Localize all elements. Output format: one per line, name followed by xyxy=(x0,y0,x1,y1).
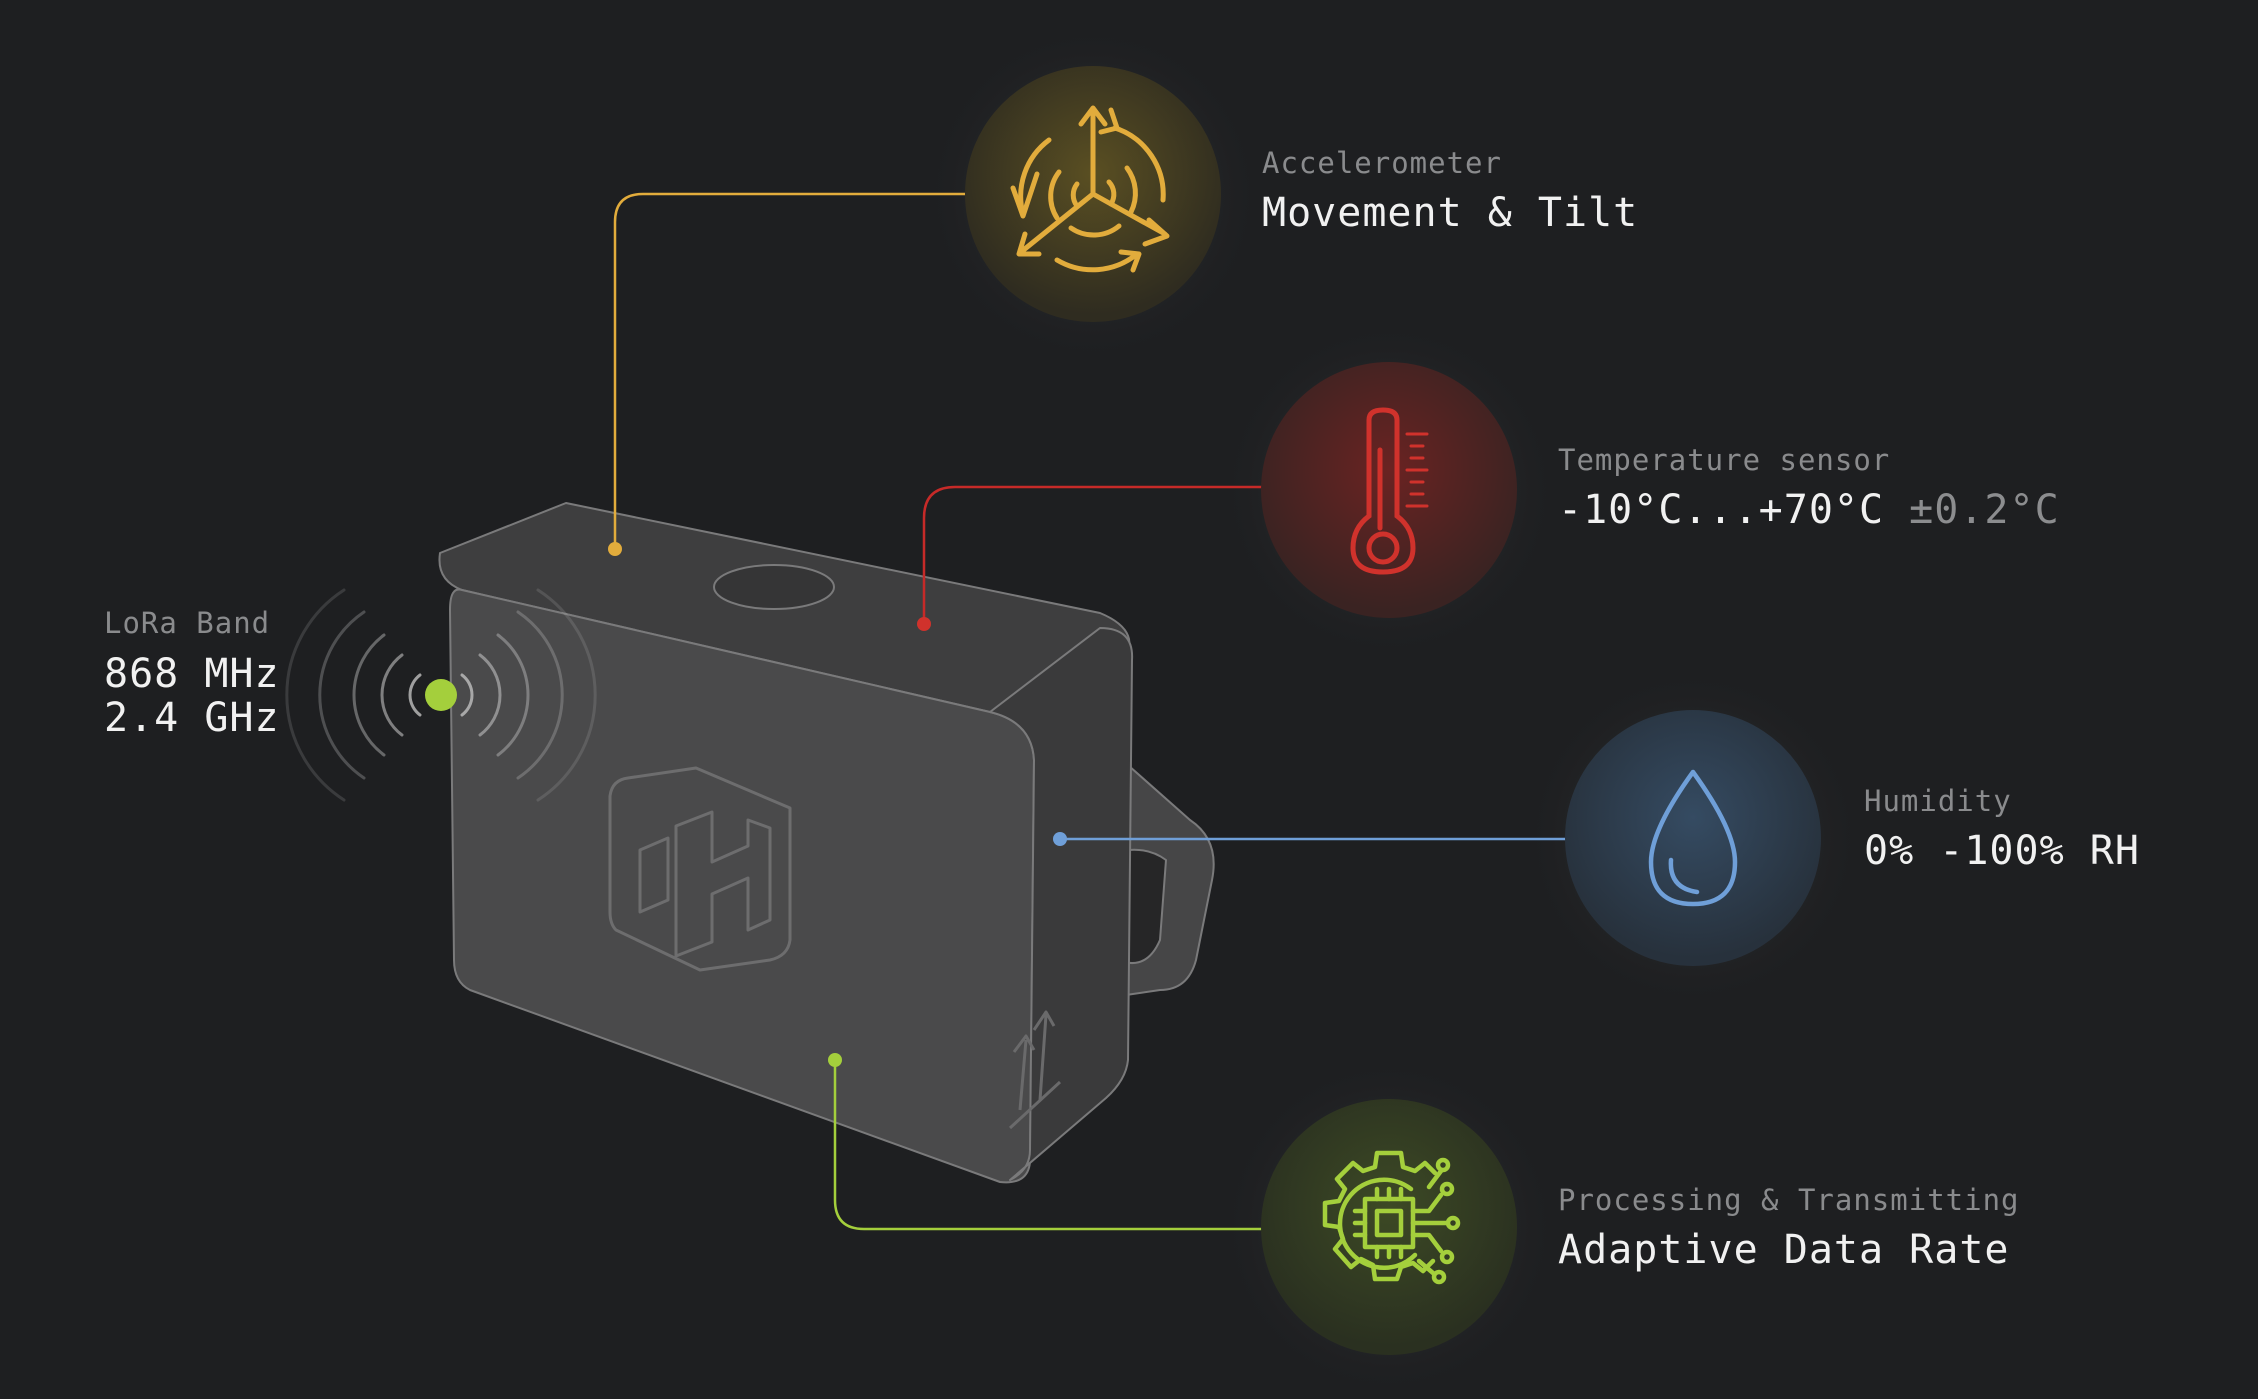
humidity-caption: Humidity xyxy=(1864,784,2012,818)
humidity-circle xyxy=(1565,710,1821,966)
this-side-up-icon xyxy=(1008,1010,1062,1130)
lora-signal-icon xyxy=(285,588,597,802)
processing-value: Adaptive Data Rate xyxy=(1558,1227,2010,1273)
hexagon-logo-icon xyxy=(608,766,792,972)
lora-dot xyxy=(425,679,457,711)
humidity-point xyxy=(1053,832,1067,846)
temperature-point xyxy=(917,617,931,631)
temperature-caption: Temperature sensor xyxy=(1558,443,1891,477)
lora-caption: LoRa Band xyxy=(104,606,271,640)
accelerometer-connector xyxy=(613,192,965,549)
temperature-range: -10°C...+70°C xyxy=(1558,487,1885,533)
accelerometer-caption: Accelerometer xyxy=(1262,146,1502,180)
processing-connector xyxy=(833,1060,1262,1231)
temperature-accuracy: ±0.2°C xyxy=(1909,487,2060,533)
temperature-value-line: -10°C...+70°C ±0.2°C xyxy=(1558,487,2060,533)
device-side-face xyxy=(989,627,1134,1181)
temperature-circle xyxy=(1261,362,1517,618)
temperature-label: Temperature sensor -10°C...+70°C ±0.2°C xyxy=(1558,443,2060,533)
thermometer-icon xyxy=(1350,407,1429,575)
temperature-connector xyxy=(922,485,1262,624)
accelerometer-label: Accelerometer Movement & Tilt xyxy=(1262,146,1638,236)
accelerometer-point xyxy=(608,542,622,556)
processing-label: Processing & Transmitting Adaptive Data … xyxy=(1558,1183,2020,1273)
lora-band-label: LoRa Band 868 MHz 2.4 GHz xyxy=(104,606,280,740)
lora-frequency-868: 868 MHz xyxy=(104,651,280,697)
processing-caption: Processing & Transmitting xyxy=(1558,1183,2020,1217)
device-port xyxy=(713,564,835,610)
accelerometer-icon xyxy=(1010,105,1170,273)
processing-point xyxy=(828,1053,842,1067)
lora-frequency-2-4: 2.4 GHz xyxy=(104,695,280,741)
humidity-label: Humidity 0% -100% RH xyxy=(1864,784,2140,874)
processing-circle xyxy=(1261,1099,1517,1355)
gear-chip-icon xyxy=(1322,1150,1461,1285)
sensor-device xyxy=(438,502,1215,1184)
accelerometer-value: Movement & Tilt xyxy=(1262,190,1639,236)
water-drop-icon xyxy=(1648,769,1738,907)
humidity-value: 0% -100% RH xyxy=(1864,828,2140,874)
